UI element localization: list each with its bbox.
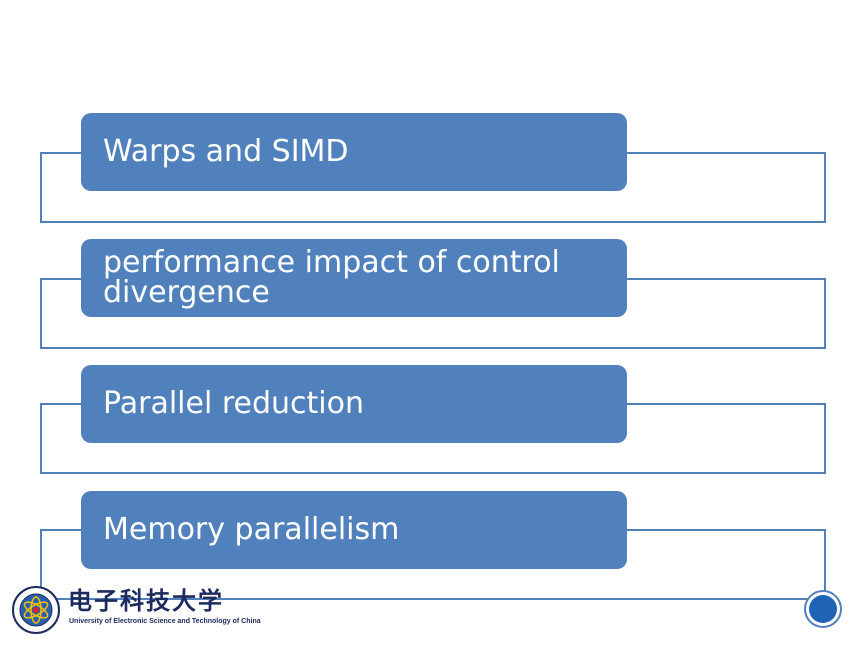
list-item-label: Memory parallelism [103, 512, 400, 547]
list-item-1: Warps and SIMD [81, 113, 627, 191]
list-item-label: Warps and SIMD [103, 134, 349, 169]
list-item-label: performance impact of control divergence [103, 245, 560, 310]
list-item-3: Parallel reduction [81, 365, 627, 443]
logo-name-cn: 电子科技大学 [68, 586, 224, 615]
university-seal-icon [12, 586, 60, 634]
university-logo: 电子科技大学 University of Electronic Science … [12, 586, 261, 634]
list-item-2: performance impact of control divergence [81, 239, 627, 317]
logo-name-en: University of Electronic Science and Tec… [69, 618, 261, 625]
circle-ornament-icon [804, 590, 842, 628]
list-item-label: Parallel reduction [103, 386, 364, 421]
list-item-4: Memory parallelism [81, 491, 627, 569]
